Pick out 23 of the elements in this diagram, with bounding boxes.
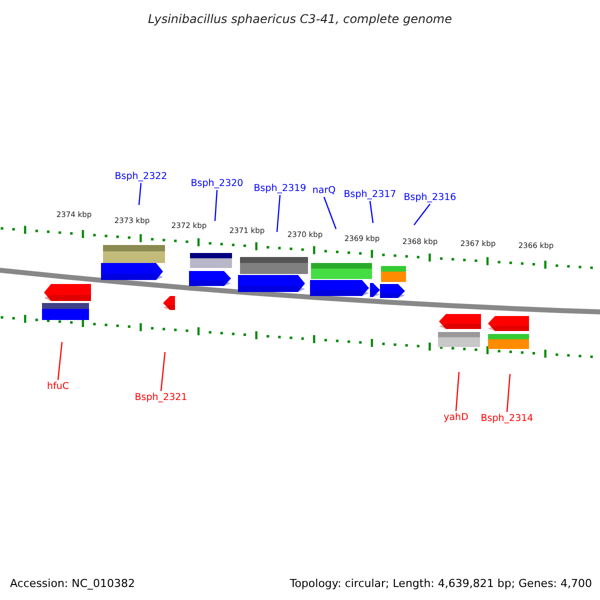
gene-label: narQ [312,184,336,197]
leader-line [214,190,218,222]
gene-label: Bsph_2317 [344,188,396,201]
leader-line [455,372,460,412]
leader-line [160,352,166,392]
leader-line [138,182,142,206]
gene-label: Bsph_2321 [134,391,188,404]
gene-label: Bsph_2320 [190,177,244,190]
leader-line [414,204,430,226]
leader-line [57,342,63,380]
leader-line [323,196,337,230]
gene-label: Bsph_2314 [480,412,534,425]
gene-label: Bsph_2316 [404,191,456,204]
info-text: Topology: circular; Length: 4,639,821 bp; Genes: 4,700 [290,576,592,592]
gene-label: Bsph_2319 [254,182,306,195]
gene-label: hfuC [46,380,70,393]
leader-line [276,194,281,232]
leader-line [506,374,511,412]
title: Lysinibacillus sphaericus C3-41, complete genome [148,11,452,28]
info-text: Accession: NC_010382 [10,576,136,592]
gene-label: yahD [444,411,468,424]
leader-line [369,200,374,224]
gene-label: Bsph_2322 [114,170,168,183]
